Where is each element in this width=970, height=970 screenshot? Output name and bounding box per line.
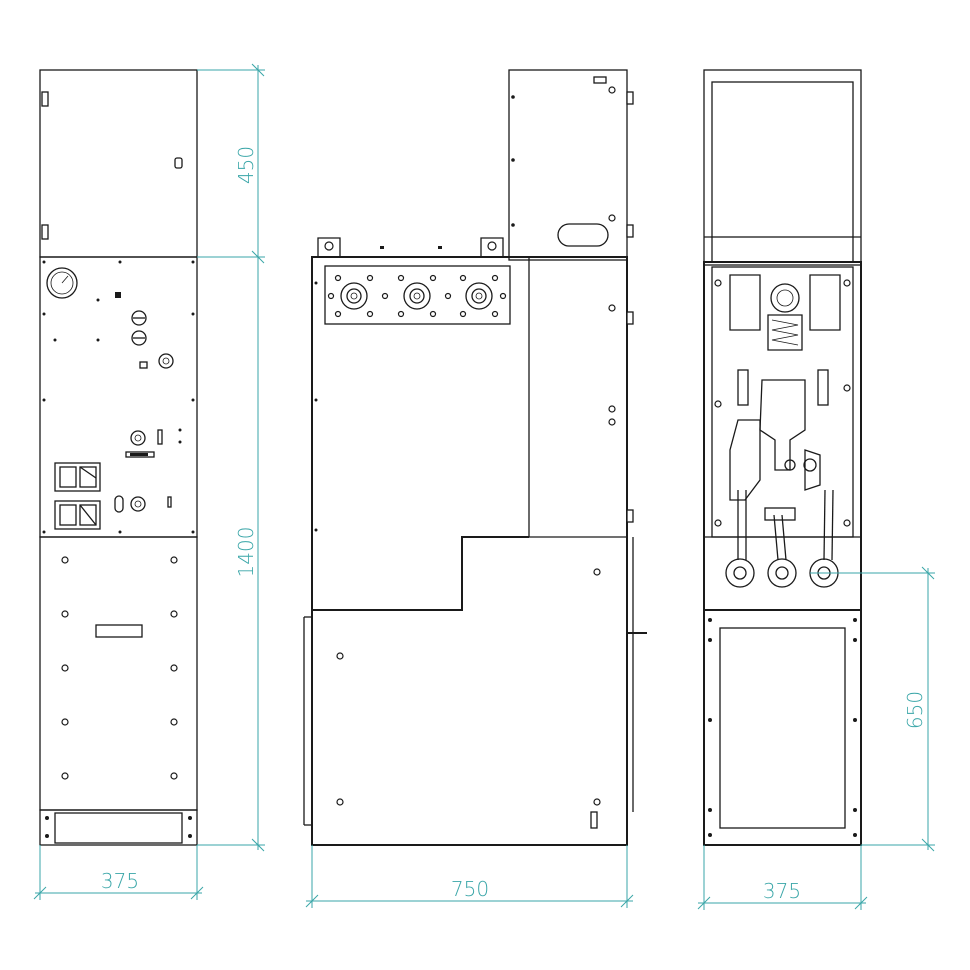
rear-view bbox=[703, 69, 862, 846]
dim-side-width: 750 bbox=[451, 877, 489, 901]
dimension-labels: 450 1400 375 750 650 375 bbox=[101, 146, 927, 903]
dim-front-width: 375 bbox=[101, 869, 139, 893]
dim-front-top-height: 450 bbox=[234, 146, 258, 184]
dim-rear-width: 375 bbox=[763, 879, 801, 903]
bushing-group-2 bbox=[403, 282, 431, 310]
dimension-lines bbox=[33, 63, 935, 910]
dim-front-total-height: 1400 bbox=[234, 527, 258, 578]
side-view bbox=[303, 69, 647, 846]
bushing-group-1 bbox=[340, 282, 368, 310]
front-view bbox=[39, 69, 198, 846]
dim-rear-lower-height: 650 bbox=[903, 691, 927, 729]
bushing-group-3 bbox=[465, 282, 493, 310]
